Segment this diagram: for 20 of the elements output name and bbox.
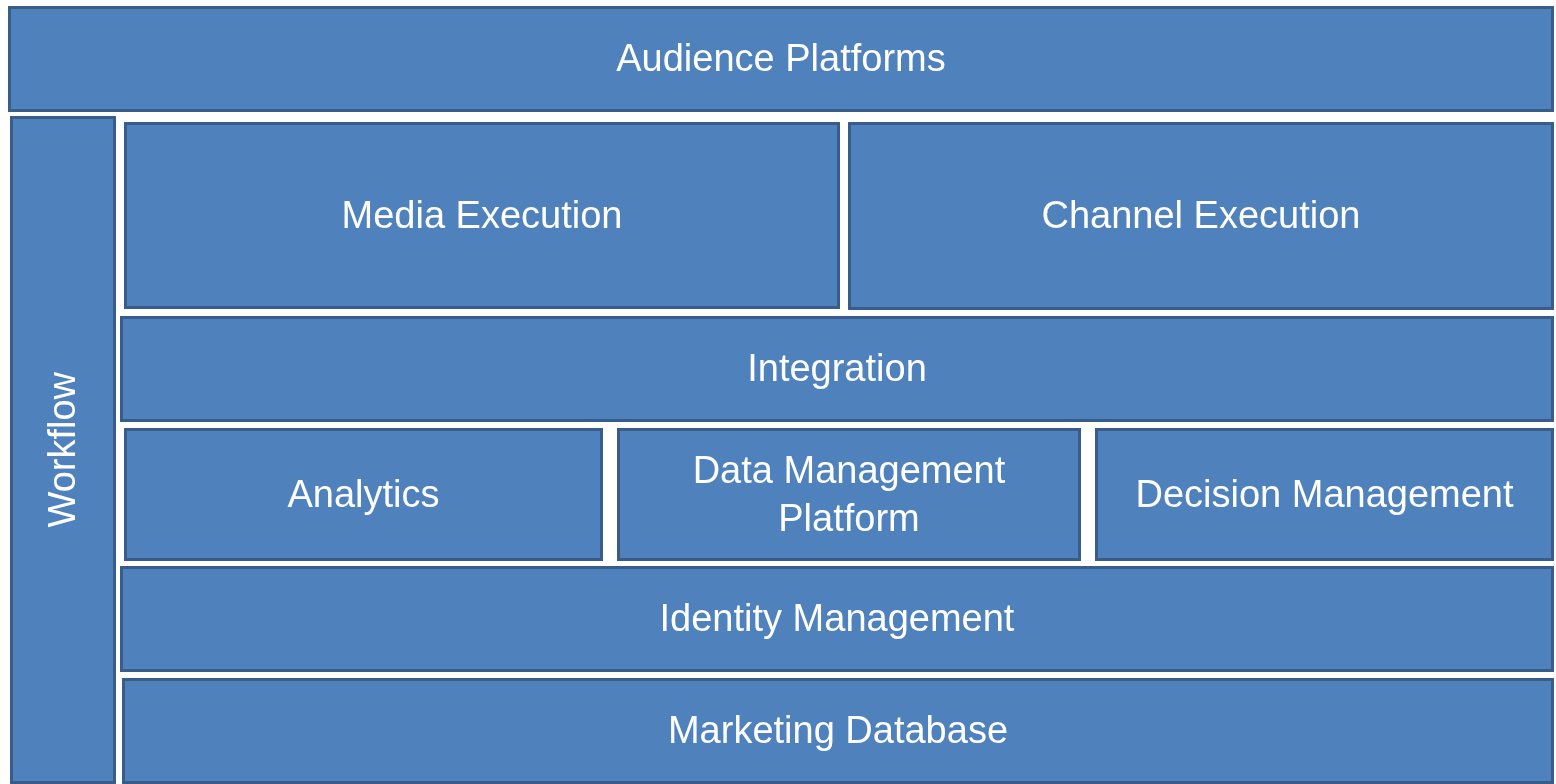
layer-label: Identity Management (658, 596, 1016, 642)
layer-label: Marketing Database (666, 708, 1010, 754)
layer-box (122, 678, 1554, 784)
layer-box (124, 122, 840, 309)
layer-label: Decision Management (1134, 471, 1515, 517)
layer-label: Workflow (40, 372, 85, 528)
layer-box (1095, 428, 1554, 561)
layer-label: Audience Platforms (615, 36, 947, 82)
layer-box (617, 428, 1081, 561)
layer-box (120, 566, 1554, 672)
layer-label: Data Management Platform (691, 448, 1007, 541)
layer-box (8, 6, 1554, 112)
layer-box (848, 122, 1554, 310)
layer-label: Media Execution (340, 192, 624, 238)
layer-box (10, 116, 116, 784)
layer-label: Analytics (286, 471, 441, 517)
layer-box (124, 428, 603, 561)
layer-box (120, 316, 1554, 422)
layer-label: Channel Execution (1040, 193, 1362, 239)
layer-label: Integration (746, 346, 928, 392)
